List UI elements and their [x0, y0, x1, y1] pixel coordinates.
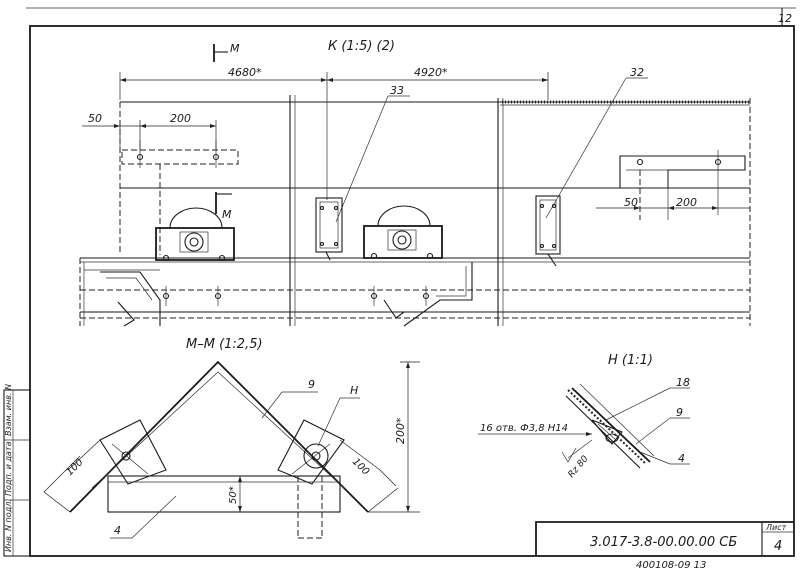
section-mm-title: М–М (1:2,5)	[186, 337, 263, 352]
section-mark-bottom	[215, 192, 232, 214]
stamp-inv-label: Инв. N подл.	[4, 499, 13, 552]
upper-beam	[119, 100, 750, 255]
holes-note: 16 отв. Ф3,8 Н14	[480, 423, 568, 434]
detail-h-drawing	[565, 383, 655, 469]
dim-100-left: 100	[64, 457, 85, 478]
title-block	[535, 521, 794, 556]
section-mark-top-label: М	[230, 42, 240, 55]
right-small-dimensions	[596, 206, 750, 210]
callout-33: 33	[390, 84, 404, 97]
callout-9-mm: 9	[308, 378, 315, 391]
vertical-members	[289, 95, 751, 326]
left-small-dimensions	[82, 120, 217, 150]
lower-rails	[79, 257, 750, 326]
callout-32-leader	[545, 77, 648, 219]
callout-33-leader	[335, 95, 410, 223]
callout-9-h: 9	[676, 406, 683, 419]
bearing-unit-right	[363, 205, 443, 260]
top-dimension-line	[119, 72, 549, 100]
angle-profile	[69, 360, 369, 539]
mm-dimensions	[43, 361, 420, 513]
stamp-replace-label: Взам. инв. N	[4, 384, 13, 436]
sheet-number: 4	[774, 539, 782, 554]
detail-h-leaders	[478, 387, 690, 465]
clamp-33	[315, 197, 343, 261]
page-number: 12	[778, 12, 792, 25]
callout-18: 18	[676, 376, 690, 389]
mm-callout-leaders	[110, 391, 360, 539]
right-bracket-plate	[619, 150, 746, 220]
callout-4-h: 4	[678, 452, 685, 465]
document-number: 3.017-3.8-00.00.00 СБ	[590, 535, 737, 550]
dim-4680: 4680*	[228, 66, 262, 79]
dim-50-right: 50	[624, 196, 638, 209]
dim-200-left: 200	[170, 112, 191, 125]
dim-100-right: 100	[350, 456, 371, 477]
bottom-code: 400108-09 13	[636, 560, 706, 571]
detail-h-title: Н (1:1)	[608, 353, 653, 368]
section-mark-top	[213, 44, 228, 62]
callout-4-mm: 4	[114, 524, 121, 537]
stamp-sign-label: Подп. и дата	[4, 441, 13, 496]
clamp-32	[535, 195, 561, 267]
lower-gussets	[100, 262, 473, 327]
callout-h-mm: Н	[350, 384, 358, 397]
dim-50-left: 50	[88, 112, 102, 125]
section-mark-bottom-label: М	[222, 208, 232, 221]
dim-50-vertical: 50*	[228, 486, 239, 504]
dim-200-vertical: 200*	[394, 417, 407, 444]
view-k-title: К (1:5) (2)	[328, 39, 395, 54]
dim-200-right: 200	[676, 196, 697, 209]
dim-4920: 4920*	[414, 66, 448, 79]
sheet-label: Лист	[765, 523, 787, 532]
callout-32: 32	[630, 66, 644, 79]
drawing-frame	[26, 7, 796, 557]
left-stamp	[3, 389, 31, 557]
